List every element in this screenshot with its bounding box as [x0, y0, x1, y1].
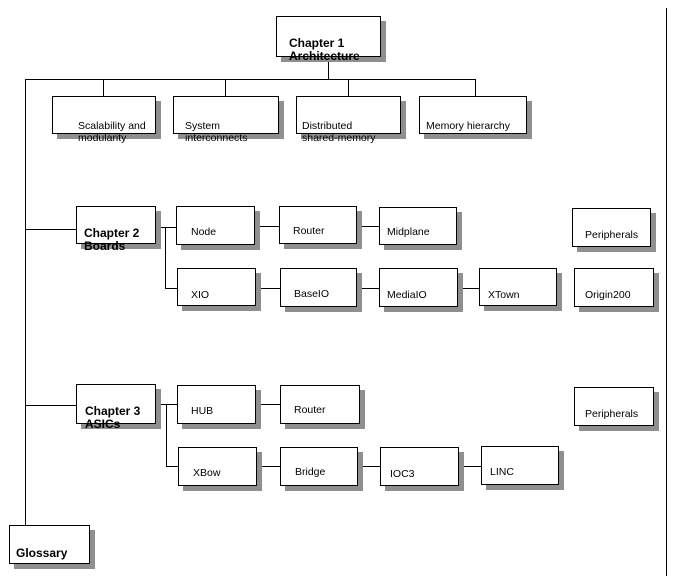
ch2-to-node [165, 227, 176, 228]
ch2-connector [25, 229, 76, 230]
router-midplane [357, 226, 379, 227]
node-box-midplane[interactable]: Midplane [379, 207, 457, 245]
node-box-peripherals-ch3[interactable]: Peripherals [574, 387, 654, 426]
node-label: Router [293, 225, 325, 237]
topic-label: Scalability and modularity [78, 120, 146, 144]
node-box-xbow[interactable]: XBow [178, 447, 257, 486]
node-box-peripherals-ch2[interactable]: Peripherals [572, 208, 651, 247]
node-label: BaseIO [294, 288, 330, 300]
topic-box-distributed-shared-memory[interactable]: Distributed shared-memory [296, 96, 401, 144]
node-label: Node [191, 226, 217, 238]
node-label: Peripherals [585, 408, 639, 420]
node-label: XIO [191, 289, 210, 301]
ch2-out [156, 227, 165, 228]
ch2-to-xio [165, 288, 177, 289]
node-box-node[interactable]: Node [176, 206, 255, 245]
node-label: XBow [193, 467, 221, 479]
node-label: HUB [191, 405, 214, 417]
ch2-vertical [165, 227, 166, 289]
ch3-out [156, 404, 166, 405]
node-box-baseio[interactable]: BaseIO [280, 268, 357, 307]
chapter2-box[interactable]: Chapter 2 Boards [76, 206, 156, 253]
node-label: XTown [488, 289, 520, 301]
topic-label: System interconnects [185, 120, 248, 144]
right-border-line [666, 8, 667, 576]
chapter1-box[interactable]: Chapter 1 Architecture [276, 16, 381, 63]
ch3-vertical [166, 404, 167, 467]
node-label: Midplane [387, 226, 430, 238]
ch1-drop-1 [103, 79, 104, 96]
node-box-linc[interactable]: LINC [481, 446, 559, 485]
chapter3-title: Chapter 3 ASICs [85, 404, 141, 431]
glossary-title: Glossary [16, 546, 68, 560]
bridge-ioc3 [358, 466, 380, 467]
hub-router [256, 404, 280, 405]
node-box-origin200[interactable]: Origin200 [574, 268, 654, 307]
ch3-to-xbow [166, 466, 178, 467]
node-box-mediaio[interactable]: MediaIO [379, 268, 458, 307]
topic-label: Memory hierarchy [426, 120, 511, 132]
ch3-connector [25, 405, 76, 406]
node-label: Bridge [295, 466, 326, 478]
node-box-router[interactable]: Router [279, 206, 357, 244]
node-label: Peripherals [585, 229, 639, 241]
chapter1-title: Chapter 1 Architecture [289, 36, 360, 63]
node-label: LINC [490, 466, 514, 478]
node-label: IOC3 [390, 468, 415, 480]
mediaio-xtown [458, 288, 479, 289]
xio-baseio [256, 288, 280, 289]
node-label: MediaIO [387, 289, 427, 301]
baseio-mediaio [357, 288, 379, 289]
ch3-to-hub [166, 404, 177, 405]
node-label: Origin200 [585, 289, 631, 301]
xbow-bridge [257, 466, 280, 467]
node-label: Router [294, 404, 326, 416]
topic-box-memory-hierarchy[interactable]: Memory hierarchy [419, 96, 527, 134]
chapter2-title: Chapter 2 Boards [84, 226, 140, 253]
ch1-drop-2 [225, 79, 226, 96]
ch1-drop-4 [475, 79, 476, 96]
ch1-stem [328, 57, 329, 79]
node-box-hub[interactable]: HUB [177, 385, 256, 424]
node-box-xio[interactable]: XIO [177, 268, 256, 306]
node-box-router-asic[interactable]: Router [280, 385, 360, 424]
node-box-bridge[interactable]: Bridge [280, 447, 358, 486]
ch1-drop-3 [348, 79, 349, 96]
node-box-xtown[interactable]: XTown [479, 268, 557, 306]
spine-line [25, 79, 26, 525]
ioc3-linc [459, 466, 481, 467]
chapter3-box[interactable]: Chapter 3 ASICs [76, 384, 156, 431]
node-router [255, 226, 279, 227]
topic-box-system-interconnects[interactable]: System interconnects [173, 96, 279, 144]
topic-box-scalability[interactable]: Scalability and modularity [52, 96, 156, 144]
node-box-ioc3[interactable]: IOC3 [380, 447, 459, 486]
ch1-bar [25, 79, 476, 80]
topic-label: Distributed shared-memory [302, 120, 376, 144]
glossary-box[interactable]: Glossary [9, 525, 90, 564]
